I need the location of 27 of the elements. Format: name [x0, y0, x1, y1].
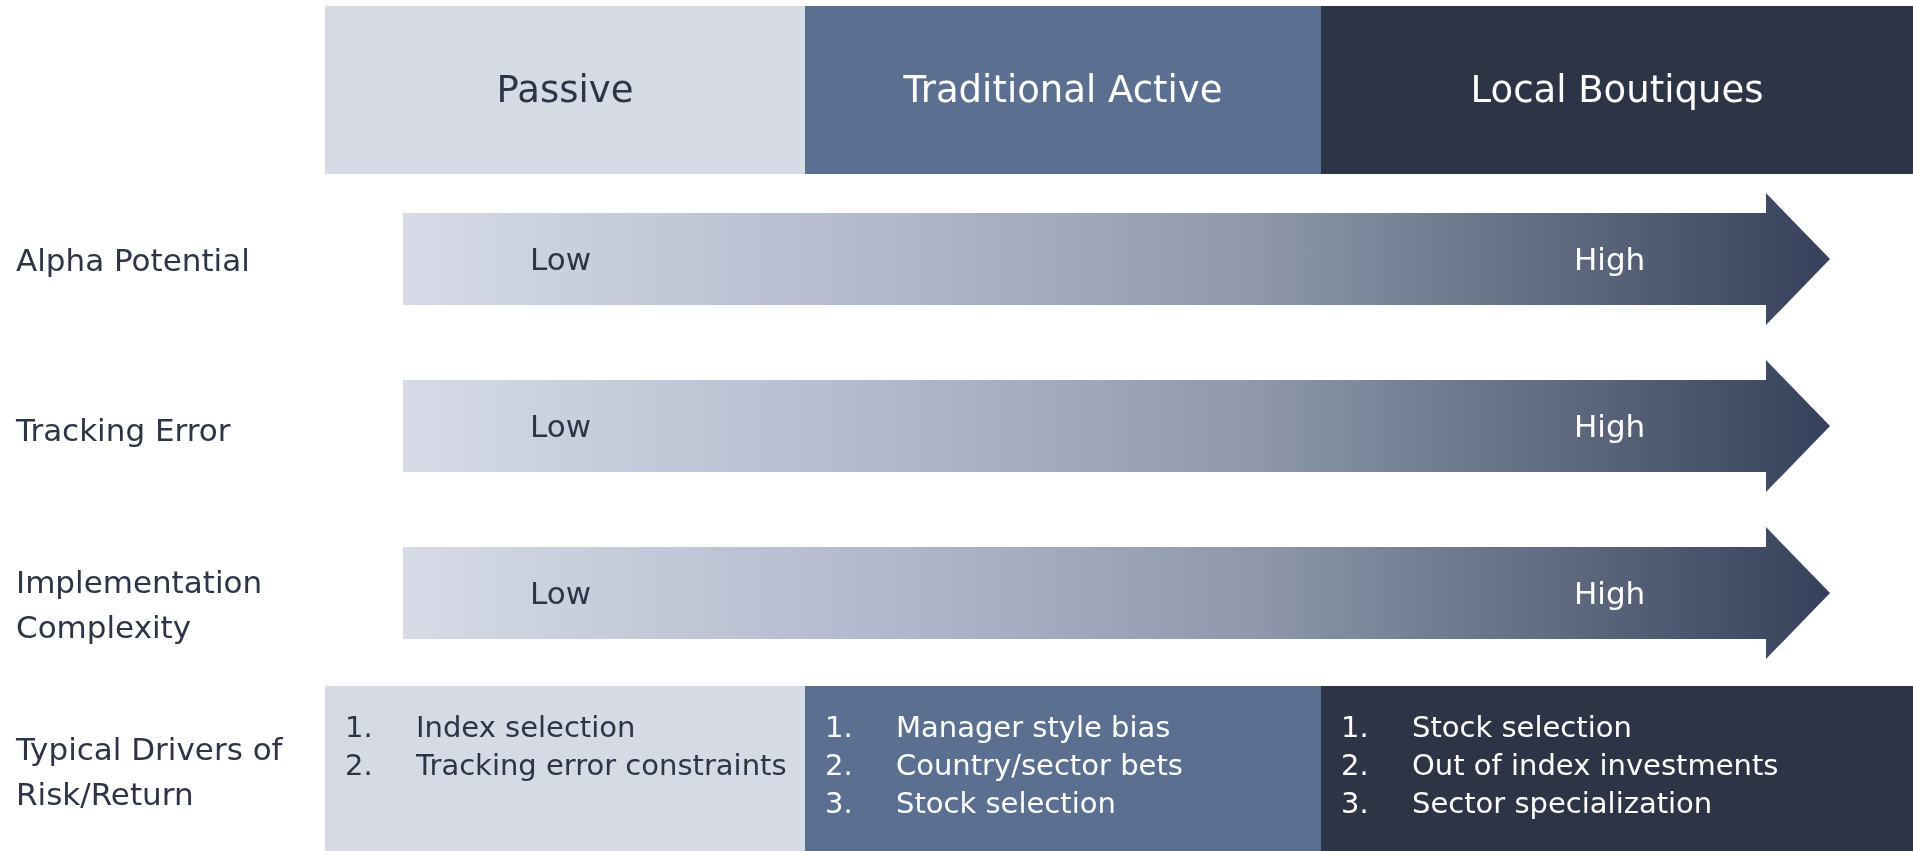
list-item: 3. Stock selection — [825, 785, 1117, 822]
column-header — [325, 6, 805, 174]
list-item: 3. Sector specialization — [1341, 785, 1714, 822]
row-label: Implementation Complexity — [16, 563, 264, 647]
scale-label: High — [1574, 407, 1646, 445]
drivers-panel — [325, 686, 805, 851]
drivers-panel — [1321, 686, 1913, 851]
column-header — [1321, 6, 1913, 174]
row-label: Tracking Error — [16, 411, 232, 450]
row-label: Alpha Potential — [16, 241, 251, 280]
list-item: 1. Stock selection — [1341, 709, 1633, 746]
scale-label: Low — [530, 574, 592, 612]
header-text: Passive — [496, 67, 634, 113]
scale-label: Low — [530, 240, 592, 278]
row-label: Typical Drivers of Risk/Return — [16, 730, 284, 814]
list-item: 2. Out of index investments — [1341, 747, 1780, 784]
header-text: Local Boutiques — [1470, 67, 1764, 113]
drivers-panel — [805, 686, 1321, 851]
scale-label: High — [1574, 574, 1646, 612]
scale-label: Low — [530, 407, 592, 445]
list-item: 2. Tracking error constraints — [345, 747, 788, 784]
header-text: Traditional Active — [903, 67, 1223, 113]
column-header — [805, 6, 1321, 174]
list-item: 2. Country/sector bets — [825, 747, 1184, 784]
list-item: 1. Index selection — [345, 709, 637, 746]
list-item: 1. Manager style bias — [825, 709, 1172, 746]
scale-label: High — [1574, 240, 1646, 278]
